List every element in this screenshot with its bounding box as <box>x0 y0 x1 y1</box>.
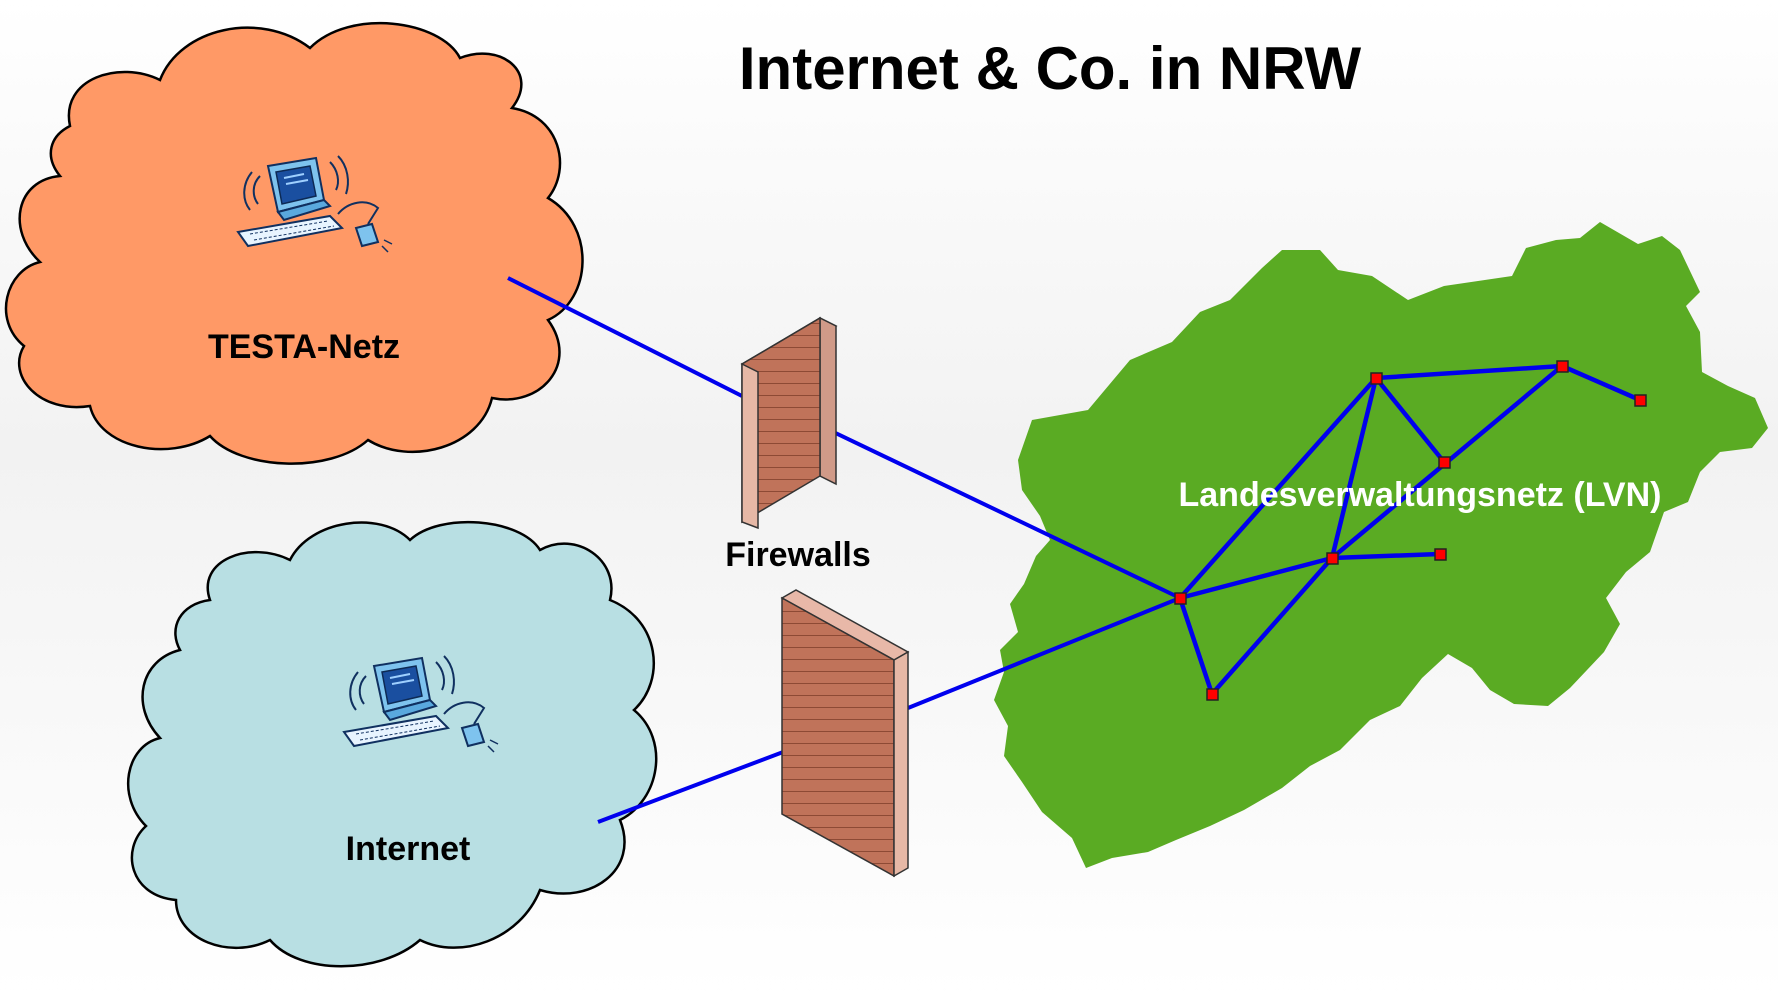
lvn-node <box>1370 372 1383 385</box>
cloud-links <box>507 276 1181 824</box>
testa-cloud <box>4 21 584 465</box>
lvn-node <box>1438 456 1451 469</box>
link-testa-firewall <box>507 276 743 398</box>
internet-label: Internet <box>346 830 471 868</box>
lvn-node <box>1434 548 1447 561</box>
lvn-node <box>1326 552 1339 565</box>
link-firewall-bottom-lvn <box>907 596 1181 710</box>
lvn-node <box>1174 592 1187 605</box>
testa-label: TESTA-Netz <box>208 328 400 366</box>
firewalls-label: Firewalls <box>725 536 871 574</box>
lvn-node <box>1206 688 1219 701</box>
internet-cloud <box>126 520 658 968</box>
firewall-top <box>740 316 838 530</box>
link-firewall-top-lvn <box>799 414 1181 600</box>
lvn-nodes <box>1174 360 1647 701</box>
lvn-label: Landesverwaltungsnetz (LVN) <box>1179 476 1662 514</box>
lvn-node <box>1634 394 1647 407</box>
lvn-node <box>1556 360 1569 373</box>
firewall-bottom <box>780 589 910 878</box>
nrw-map <box>994 222 1768 868</box>
page-title: Internet & Co. in NRW <box>738 35 1362 102</box>
